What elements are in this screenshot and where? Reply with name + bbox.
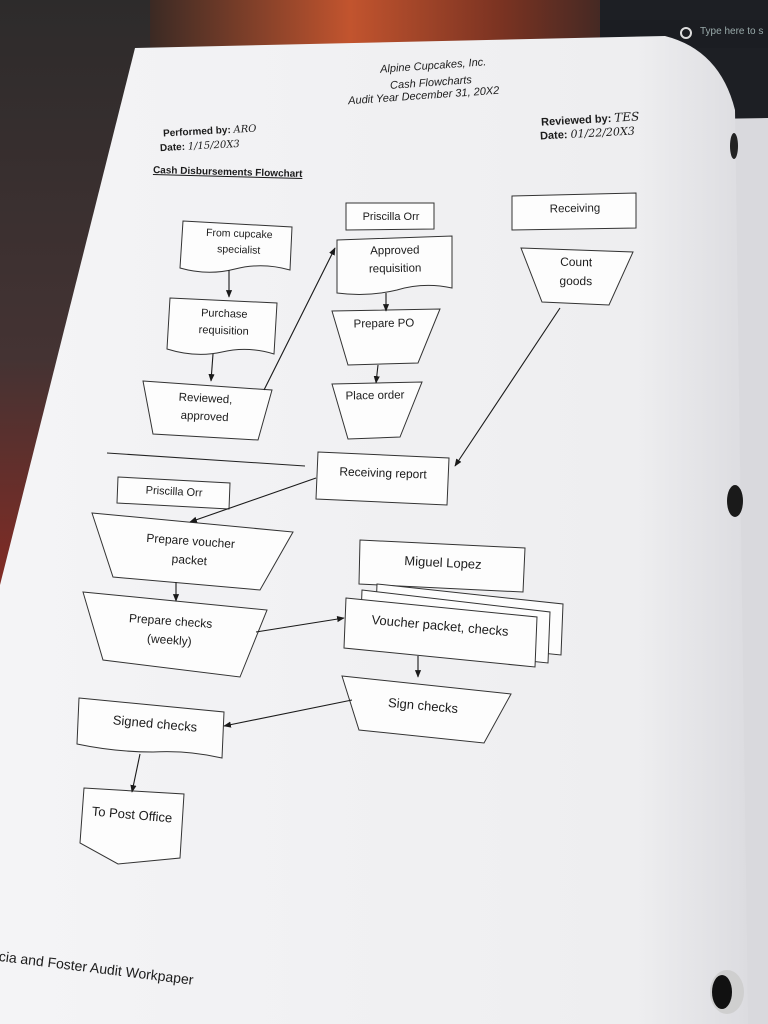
label-sign-checks: Sign checks	[387, 694, 459, 717]
arrow-po-to-order	[373, 364, 380, 384]
label-purchase-requisition: Purchase requisition	[198, 307, 249, 338]
shape-place-order	[331, 381, 423, 440]
label-approved-requisition: Approved requisition	[368, 244, 422, 276]
label-priscilla-top: Priscilla Orr	[362, 211, 420, 223]
arrow-sign-to-signed	[223, 699, 353, 728]
label-prepare-voucher: Prepare voucher packet	[145, 530, 236, 568]
shape-from-specialist	[179, 220, 293, 273]
label-signed-checks: Signed checks	[112, 712, 198, 735]
label-from-specialist: From cupcake specialist	[205, 226, 273, 258]
label-priscilla-mid: Priscilla Orr	[145, 484, 203, 500]
arrow-checks-to-voucher-packet	[255, 616, 345, 633]
label-prepare-checks: Prepare checks (weekly)	[128, 611, 213, 649]
company-name: Alpine Cupcakes, Inc.	[379, 56, 487, 76]
punch-hole-middle	[727, 485, 743, 517]
separator-line	[106, 452, 306, 467]
arrow-reviewed-to-approved	[263, 247, 336, 391]
arrow-requisition-to-reviewed	[208, 353, 215, 382]
label-reviewed-approved: Reviewed, approved	[178, 391, 233, 425]
section-title: Cash Disbursements Flowchart	[152, 165, 303, 180]
footer-text: cia and Foster Audit Workpaper	[0, 948, 195, 988]
label-post-office: To Post Office	[91, 803, 173, 826]
shape-approved-requisition	[336, 235, 453, 295]
shape-receiving	[511, 192, 637, 231]
date-left: Date: 1/15/20X3	[159, 138, 241, 155]
label-voucher-checks: Voucher packet, checks	[371, 612, 510, 639]
punch-hole-bottom	[712, 975, 732, 1009]
shape-priscilla-mid	[116, 476, 231, 510]
shape-miguel	[358, 539, 526, 593]
arrow-report-to-voucher	[189, 477, 317, 523]
shape-priscilla-top	[345, 202, 435, 231]
arrow-count-to-receiving-report	[454, 307, 561, 467]
performed-by: Performed by: ARO	[162, 123, 257, 140]
shape-prepare-checks	[82, 591, 268, 678]
shape-reviewed-approved	[142, 380, 273, 441]
shape-prepare-voucher	[91, 512, 294, 591]
shape-voucher-stack-1	[343, 597, 538, 668]
shape-signed-checks	[76, 697, 225, 759]
shape-receiving-report	[315, 451, 450, 506]
punch-hole-top	[730, 133, 738, 159]
shape-purchase-requisition	[166, 297, 278, 355]
label-receiving: Receiving	[549, 202, 601, 216]
shape-post-office	[79, 787, 185, 865]
taskbar-search-placeholder[interactable]: Type here to s	[700, 26, 764, 37]
shape-sign-checks	[341, 675, 512, 744]
label-receiving-report: Receiving report	[339, 464, 427, 482]
label-prepare-po: Prepare PO	[353, 317, 415, 331]
shape-prepare-po	[331, 308, 441, 366]
arrow-signed-to-post	[130, 753, 141, 793]
shape-count-goods	[520, 247, 634, 306]
label-miguel: Miguel Lopez	[404, 552, 483, 573]
label-count-goods: Count goods	[559, 254, 593, 288]
cortana-circle-icon[interactable]	[680, 27, 692, 39]
label-place-order: Place order	[345, 389, 405, 403]
